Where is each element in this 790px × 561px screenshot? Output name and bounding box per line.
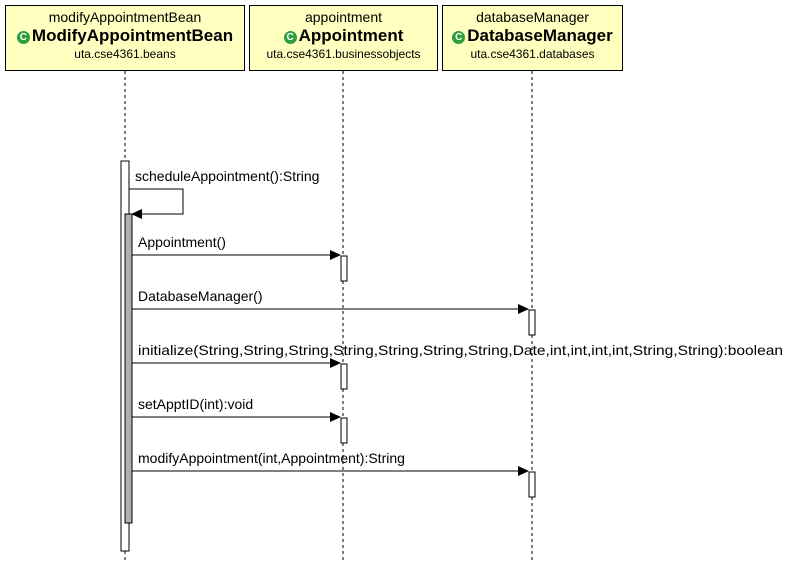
class-icon: C bbox=[452, 31, 466, 44]
message-label-appointment[interactable]: Appointment() bbox=[138, 234, 226, 250]
package-name: uta.cse4361.businessobjects bbox=[266, 47, 421, 61]
instance-name: appointment bbox=[304, 9, 383, 25]
message-modifyappointment-arrowhead bbox=[518, 466, 529, 476]
message-self-arrowhead bbox=[131, 209, 142, 219]
message-databasemanager-arrowhead bbox=[518, 304, 529, 314]
message-self-line bbox=[129, 188, 184, 215]
activation-appointment-1 bbox=[340, 255, 348, 282]
activation-appointment-2 bbox=[340, 363, 348, 390]
activation-databasemanager-2 bbox=[528, 471, 536, 498]
message-label-setapptid[interactable]: setApptID(int):void bbox=[138, 396, 253, 412]
class-name-text: DatabaseManager bbox=[467, 26, 613, 45]
class-icon: C bbox=[16, 31, 30, 44]
message-label-schedule[interactable]: scheduleAppointment():String bbox=[135, 168, 319, 184]
class-name-text: Appointment bbox=[298, 26, 404, 45]
package-name: uta.cse4361.databases bbox=[470, 47, 595, 61]
class-name-text: ModifyAppointmentBean bbox=[31, 26, 234, 45]
message-label-initialize[interactable]: initialize(String,String,String,String,S… bbox=[138, 342, 783, 358]
package-name: uta.cse4361.beans bbox=[74, 47, 176, 61]
message-initialize-arrowhead bbox=[330, 358, 341, 368]
activation-bean-inner bbox=[124, 213, 133, 524]
message-setapptid-arrowhead bbox=[330, 412, 341, 422]
instance-name: databaseManager bbox=[476, 9, 589, 25]
activation-databasemanager-1 bbox=[528, 309, 536, 336]
message-label-modifyappointment[interactable]: modifyAppointment(int,Appointment):Strin… bbox=[138, 450, 405, 466]
class-icon: C bbox=[283, 31, 297, 44]
message-appointment-arrowhead bbox=[330, 250, 341, 260]
instance-name: modifyAppointmentBean bbox=[48, 9, 202, 25]
activation-appointment-3 bbox=[340, 417, 348, 444]
message-label-databasemanager[interactable]: DatabaseManager() bbox=[138, 288, 263, 304]
